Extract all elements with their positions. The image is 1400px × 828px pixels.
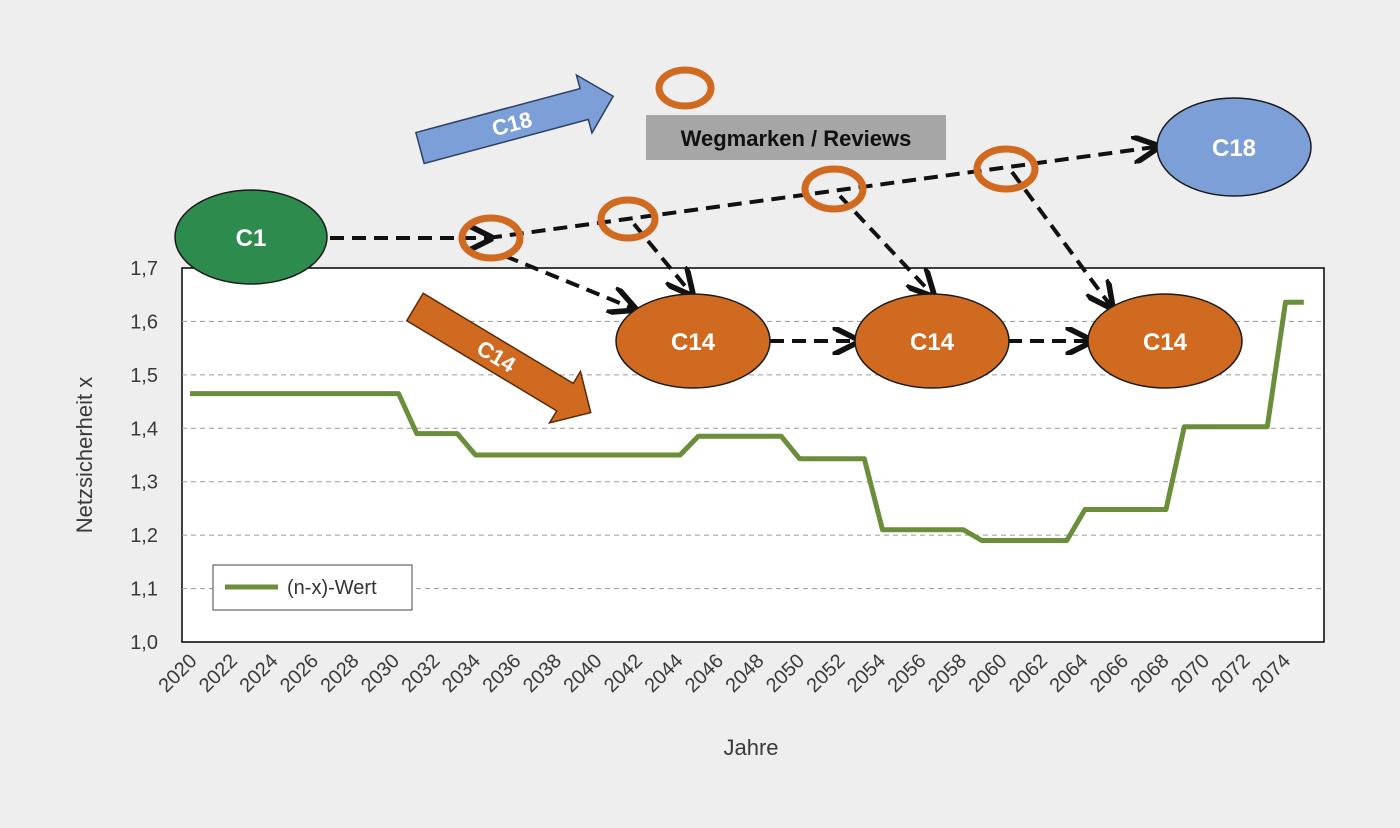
c18-block-arrow: C18 [414,73,615,165]
x-tick-label: 2054 [843,650,890,697]
x-tick-label: 2052 [803,650,850,697]
node-c14b: C14 [854,293,1010,389]
milestone-legend-ring [655,66,715,110]
x-axis-label: Jahre [723,735,778,760]
x-tick-label: 2026 [276,650,323,697]
x-tick-label: 2032 [398,650,445,697]
milestone-ring-2 [597,196,659,242]
x-tick-label: 2028 [317,650,364,697]
x-tick-label: 2044 [641,650,688,697]
x-tick-label: 2068 [1127,650,1174,697]
node-c14a-label: C14 [671,329,716,356]
x-tick-label: 2022 [195,650,242,697]
node-c18-shape [1156,97,1312,197]
c18-arrow-shape [414,73,615,165]
connector-m4-to-c14c [1010,170,1110,305]
node-c18-label: C18 [1212,135,1256,162]
y-tick-label: 1,7 [130,258,158,280]
x-tick-label: 2074 [1248,650,1295,697]
x-tick-label: 2020 [155,650,202,697]
node-c1-label: C1 [236,225,267,252]
milestone-ring-4 [973,145,1039,193]
series-line-nx-wert [190,299,1304,543]
x-tick-label: 2060 [965,650,1012,697]
milestone-rings [458,66,1039,262]
x-tick-label: 2066 [1086,650,1133,697]
connector-m2-to-c14a [632,222,690,292]
node-c14a: C14 [615,293,771,389]
legend-label: (n-x)-Wert [287,577,377,599]
x-tick-label: 2030 [357,650,404,697]
y-tick-label: 1,2 [130,525,158,547]
node-c1-shape [174,189,328,285]
x-tick-label: 2046 [681,650,728,697]
x-tick-label: 2062 [1005,650,1052,697]
c14-arrow-shape [405,292,592,425]
node-c18: C18 [1156,97,1312,197]
node-c14c-label: C14 [1143,329,1188,356]
milestone-ring-3 [801,165,867,213]
x-tick-label: 2058 [924,650,971,697]
milestones-label: Wegmarken / Reviews [681,126,912,151]
x-tick-label: 2038 [519,650,566,697]
x-tick-label: 2036 [479,650,526,697]
node-c14b-label: C14 [910,329,955,356]
y-tick-label: 1,6 [130,311,158,333]
x-tick-label: 2048 [722,650,769,697]
legend: (n-x)-Wert [212,564,413,611]
connector-m3-to-c14b [838,194,931,293]
node-c1: C1 [174,189,328,285]
y-tick-label: 1,1 [130,579,158,601]
node-c14c-shape [1087,293,1243,389]
node-c14b-shape [854,293,1010,389]
x-tick-label: 2024 [236,650,283,697]
y-tick-label: 1,4 [130,418,158,440]
node-c14c: C14 [1087,293,1243,389]
x-tick-label: 2070 [1167,650,1214,697]
x-tick-label: 2050 [762,650,809,697]
x-tick-label: 2056 [884,650,931,697]
x-tick-label: 2064 [1046,650,1093,697]
y-tick-label: 1,0 [130,632,158,654]
x-tick-label: 2040 [560,650,607,697]
x-tick-label: 2072 [1208,650,1255,697]
x-tick-label: 2034 [438,650,485,697]
x-tick-label: 2042 [600,650,647,697]
y-tick-label: 1,5 [130,365,158,387]
node-c14a-shape [615,293,771,389]
c14-block-arrow: C14 [405,292,592,425]
y-axis-label: Netzsicherheit x [72,377,97,534]
milestone-ring-1 [458,214,524,262]
milestones-label-box [646,115,946,160]
y-tick-label: 1,3 [130,472,158,494]
connector-m1-to-c18 [487,147,1155,240]
connector-m1-to-c14a [504,254,632,308]
